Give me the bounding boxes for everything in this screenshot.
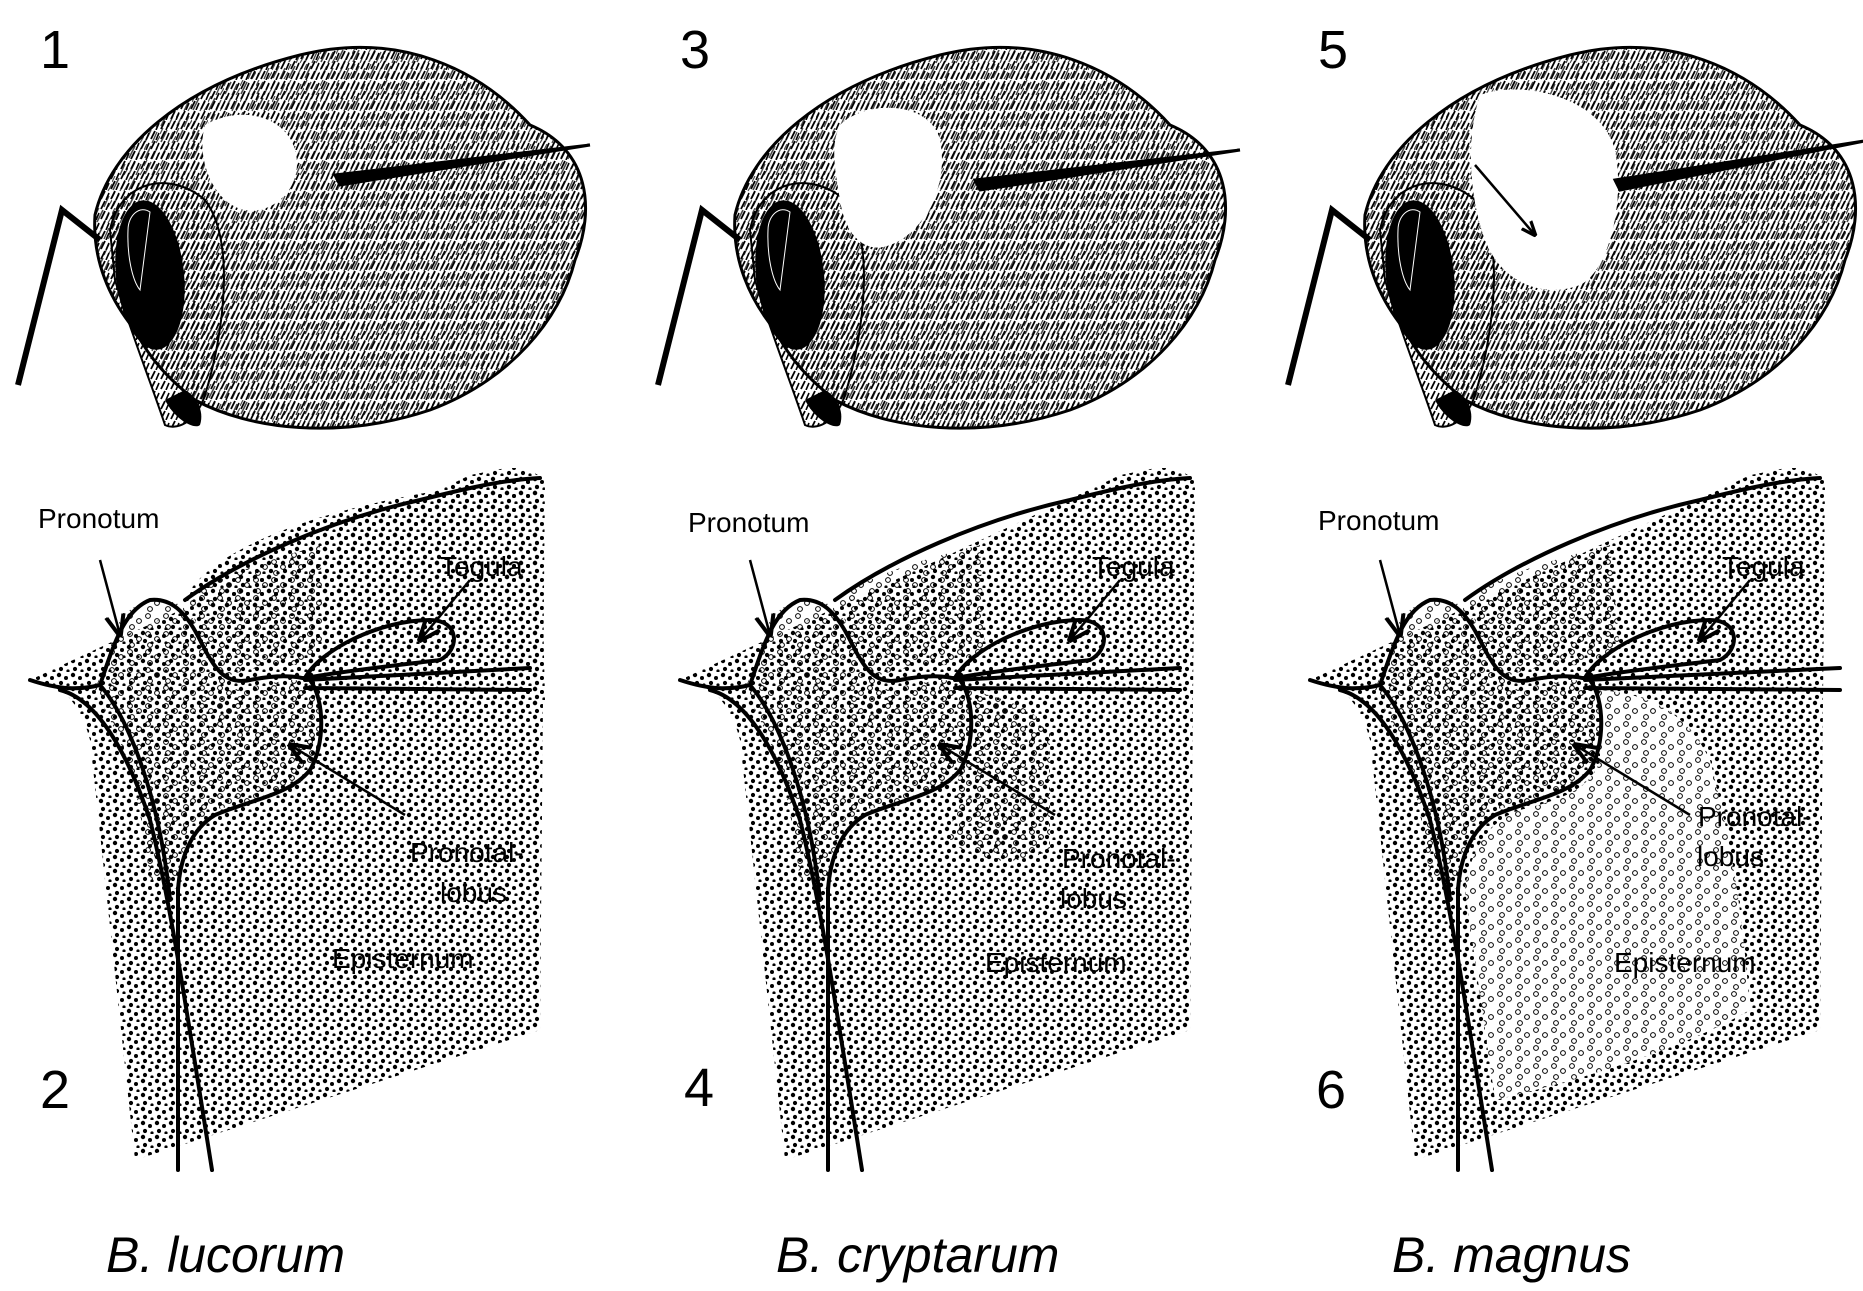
- bee-drawing-cryptarum: [658, 47, 1240, 428]
- bee-drawing-lucorum: [18, 47, 590, 428]
- figure-number-2: 2: [40, 1060, 70, 1120]
- label-pronotal-lobus-1: Pronotal-: [1698, 801, 1812, 832]
- figure-number-3: 3: [680, 20, 710, 80]
- pronotum-arrow: [100, 560, 120, 635]
- pronotum-arrow: [1380, 560, 1400, 635]
- label-tegula: Tegula: [1722, 551, 1805, 582]
- species-name-lucorum: B. lucorum: [106, 1227, 345, 1283]
- label-pronotum: Pronotum: [688, 507, 809, 538]
- figure-number-1: 1: [40, 20, 70, 80]
- label-tegula: Tegula: [1092, 551, 1175, 582]
- label-pronotal-lobus-1: Pronotal-: [1062, 843, 1176, 874]
- figure-number-4: 4: [684, 1058, 714, 1118]
- species-name-magnus: B. magnus: [1392, 1227, 1631, 1283]
- figure-number-6: 6: [1316, 1060, 1346, 1120]
- label-tegula: Tegula: [440, 551, 523, 582]
- figure-number-5: 5: [1318, 20, 1348, 80]
- label-pronotum: Pronotum: [1318, 505, 1439, 536]
- label-pronotal-lobus-2: lobus: [1060, 883, 1127, 914]
- label-episternum: Episternum: [332, 943, 474, 974]
- bee-drawing-magnus: [1288, 47, 1863, 428]
- label-pronotal-lobus-1: Pronotal-: [410, 837, 524, 868]
- label-episternum: Episternum: [1614, 947, 1756, 978]
- label-pronotal-lobus-2: lobus: [440, 877, 507, 908]
- label-pronotal-lobus-2: lobus: [1697, 841, 1764, 872]
- label-pronotum: Pronotum: [38, 503, 159, 534]
- pronotum-arrow: [750, 560, 770, 635]
- label-episternum: Episternum: [985, 947, 1127, 978]
- species-name-cryptarum: B. cryptarum: [776, 1227, 1059, 1283]
